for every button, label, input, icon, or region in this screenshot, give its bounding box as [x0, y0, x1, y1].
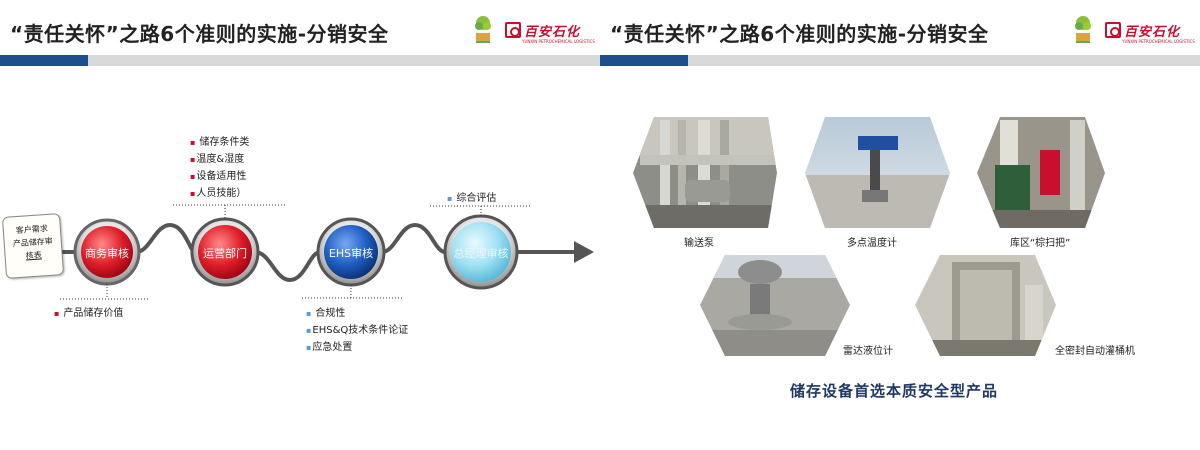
thermometer-photo [805, 117, 950, 228]
caption-thermometer: 多点温度计 [847, 238, 897, 249]
note-operations-2: 温度&湿度 [190, 151, 244, 168]
warehouse-photo [977, 117, 1105, 228]
note-commercial-1: 产品储存价值 [54, 305, 123, 322]
page-title: “责任关怀”之路6个准则的实施-分销安全 [10, 22, 389, 46]
customer-request-card: 客户需求 产品储存审 核表 [1, 213, 65, 279]
process-flow-diagram [60, 204, 594, 300]
slide-equipment: “责任关怀”之路6个准则的实施-分销安全 百安石化 YUNXIN PETROCH… [600, 0, 1200, 450]
node-commercial-review: 商务审核 [85, 247, 129, 260]
caption-warehouse: 库区“棕扫把” [1010, 238, 1071, 249]
equipment-photo-grid [633, 117, 1105, 356]
company-logo-sub: YUNXIN PETROCHEMICAL LOGISTICS [1122, 39, 1195, 44]
company-mark-icon [1105, 22, 1121, 38]
node-gm-review: 总经理审核 [453, 247, 509, 260]
company-logo: 百安石化 [505, 21, 580, 40]
company-logo-sub: YUNXIN PETROCHEMICAL LOGISTICS [522, 39, 595, 44]
equipment-summary-title: 储存设备首选本质安全型产品 [790, 382, 999, 400]
node-ehs-review: EHS审核 [328, 247, 374, 260]
responsible-care-logo-icon [1075, 16, 1091, 43]
flow-connector-line [60, 222, 578, 283]
caption-radar-gauge: 雷达液位计 [843, 346, 893, 357]
slide-process: “责任关怀”之路6个准则的实施-分销安全 百安石化 YUNXIN PETROCH… [0, 0, 600, 450]
note-operations-1: 储存条件类 [190, 134, 249, 151]
pump-photo [633, 117, 777, 228]
note-ehs-3: 应急处置 [306, 339, 352, 356]
node-operations: 运营部门 [203, 247, 247, 260]
note-operations-3: 设备适用性 [190, 168, 246, 185]
flow-arrow-head [574, 241, 594, 263]
caption-pump: 输送泵 [684, 238, 714, 249]
caption-filling-machine: 全密封自动灌桶机 [1055, 346, 1135, 357]
header-bar [600, 55, 1200, 66]
page-title: “责任关怀”之路6个准则的实施-分销安全 [610, 22, 989, 46]
filling-machine-photo [915, 255, 1056, 356]
responsible-care-logo-icon [475, 16, 491, 43]
company-mark-icon [505, 22, 521, 38]
note-gm-1: 综合评估 [447, 190, 496, 207]
company-logo: 百安石化 [1105, 21, 1180, 40]
note-ehs-2: EHS&Q技术条件论证 [306, 322, 408, 339]
radar-gauge-photo [700, 255, 850, 356]
header-bar [0, 55, 600, 66]
note-operations-4: 人员技能） [190, 185, 246, 202]
note-ehs-1: 合规性 [306, 305, 345, 322]
